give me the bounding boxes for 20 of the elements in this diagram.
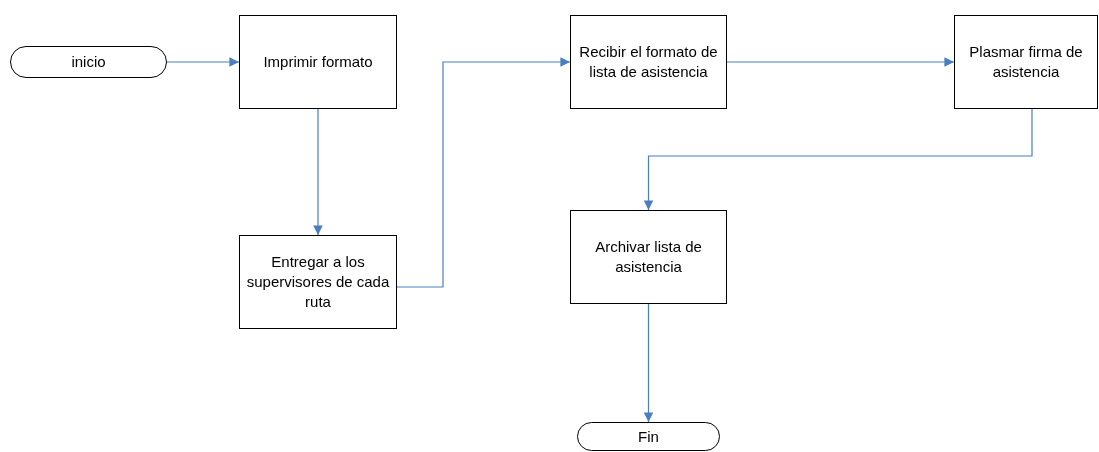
process-box [954, 15, 1098, 109]
arrow [166, 57, 240, 67]
node-label: Plasmar firma de asistencia [968, 42, 1084, 82]
arrow [396, 57, 571, 288]
node-label: Archivar lista de asistencia [594, 237, 703, 277]
process-box [570, 15, 727, 109]
arrow [313, 108, 323, 236]
terminal-shape [10, 46, 167, 78]
node-label: inicio [71, 52, 106, 72]
node-label: Imprimir formato [263, 52, 373, 72]
process-box [239, 235, 397, 329]
arrow [643, 108, 1033, 211]
node-label: Recibir el formato de lista de asistencia [578, 42, 719, 82]
arrow [643, 303, 654, 423]
arrow [726, 57, 955, 67]
process-box [570, 210, 727, 304]
node-label: Entregar a los supervisores de cada ruta [245, 252, 391, 312]
node-label: Fin [638, 426, 659, 447]
process-box [239, 15, 397, 109]
terminal-shape [577, 422, 720, 451]
